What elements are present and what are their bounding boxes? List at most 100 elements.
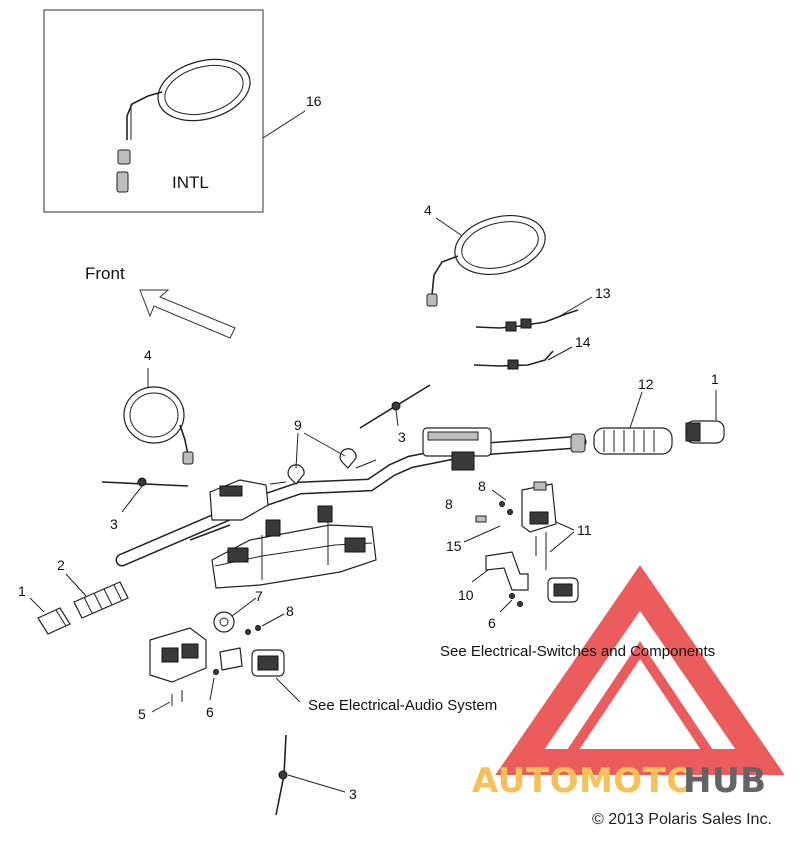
master-cylinder-clamp <box>451 451 475 471</box>
cable-tie-left: 3 <box>101 477 189 532</box>
leader-15 <box>463 525 501 543</box>
leader-3-a <box>395 409 399 427</box>
intl-label: INTL <box>172 173 209 192</box>
leader-1-left <box>29 597 45 613</box>
left-switch-button-b <box>181 643 199 659</box>
note-switches-components: See Electrical-Switches and Components <box>440 643 715 660</box>
screw-6-left <box>213 669 219 675</box>
callout-2: 2 <box>57 557 65 573</box>
washer-8-a <box>245 629 251 635</box>
washer-8-c <box>499 501 505 507</box>
callout-8-a: 8 <box>286 603 294 619</box>
right-switch-housing-body <box>521 483 557 533</box>
bracket-7: 7 <box>213 588 263 671</box>
bracket-7-hole <box>219 617 229 627</box>
leader-8-b <box>491 489 507 501</box>
riser-right-bolt <box>344 537 366 553</box>
left-housing-reservoir <box>219 485 243 497</box>
mirror-left-bolt <box>182 451 194 465</box>
switch-pod-right-buttons <box>553 583 573 597</box>
leader-14 <box>547 346 573 361</box>
leader-3-c <box>287 774 346 793</box>
cable-13-line <box>475 309 579 329</box>
leader-9-left <box>295 432 299 469</box>
front-arrow-icon <box>139 289 236 339</box>
cable-tie-left-head <box>137 477 147 487</box>
left-switch-button-a <box>161 647 179 663</box>
logo-word-automoto: AUTOMOTO <box>472 761 696 801</box>
switch-pod-right <box>547 577 579 603</box>
mirror-left: 4 <box>123 347 194 465</box>
intl-adapter-nut <box>117 149 131 165</box>
cable-13-fitting <box>505 321 517 332</box>
grip-right-texture <box>603 430 655 452</box>
grip-left-body <box>73 581 129 619</box>
master-cylinder-right <box>422 427 492 471</box>
leader-10 <box>471 569 489 583</box>
callout-7: 7 <box>255 588 263 604</box>
mirror-left-head <box>123 386 185 444</box>
leader-2 <box>65 573 87 597</box>
cable-13-fitting-2 <box>520 318 532 329</box>
logo-triangle-inner <box>555 641 725 767</box>
grip-right: 12 <box>593 376 673 455</box>
bracket-7-plate <box>219 647 243 671</box>
callout-5: 5 <box>138 706 146 722</box>
callout-3-b: 3 <box>110 516 118 532</box>
grip-left: 2 <box>57 557 129 619</box>
callout-1-right: 1 <box>711 371 719 387</box>
watermark-logo: AUTOMOTO HUB <box>472 565 785 801</box>
clip-9-right <box>339 448 357 469</box>
leader-audio <box>275 677 301 703</box>
leader-7 <box>231 597 257 617</box>
leader-3-b <box>121 485 143 513</box>
leader-9-right <box>303 432 346 457</box>
leader-12 <box>629 391 643 429</box>
grip-right-body <box>593 427 673 455</box>
cable-14-line <box>473 350 554 367</box>
audio-switch: See Electrical-Audio System <box>251 649 497 714</box>
master-cylinder-cap <box>427 431 479 441</box>
callout-12: 12 <box>638 376 654 392</box>
front-direction: Front <box>85 264 236 339</box>
callout-15: 15 <box>446 538 462 554</box>
cable-tie-upper-head <box>391 401 401 411</box>
riser-posts <box>261 522 329 580</box>
left-switch-housing: 5 <box>138 627 207 722</box>
mirror-right-head <box>454 215 546 275</box>
front-label: Front <box>85 264 125 283</box>
callout-11: 11 <box>577 522 592 538</box>
inset-frame <box>43 9 264 213</box>
leader-8-a <box>261 613 285 627</box>
intl-adapter-bolt <box>116 171 129 193</box>
callout-6-b: 6 <box>488 615 496 631</box>
mirror-right-bolt <box>426 293 438 307</box>
cable-13: 13 <box>475 285 611 332</box>
mirror-left-rim <box>129 392 179 438</box>
leader-5 <box>151 701 171 713</box>
leader-6-b <box>499 599 513 613</box>
end-cap-left: 1 <box>18 583 71 635</box>
cable-tie-bottom: 3 <box>275 734 357 816</box>
right-switch-button <box>529 511 549 525</box>
right-switch-top <box>533 481 547 491</box>
intl-mirror-rim <box>164 64 244 116</box>
callout-3-c: 3 <box>349 786 357 802</box>
cable-14: 14 <box>473 334 591 370</box>
riser-right-cap <box>317 505 333 523</box>
mirror-right-stem <box>431 255 459 296</box>
callout-3-a: 3 <box>398 429 406 445</box>
washer-8-b <box>255 625 261 631</box>
leader-16 <box>262 110 306 139</box>
note-audio-system: See Electrical-Audio System <box>308 697 497 714</box>
end-cap-left-body <box>37 607 71 635</box>
left-lever <box>189 524 231 541</box>
cable-14-fitting <box>507 359 519 370</box>
intl-mirror-stem <box>126 91 163 140</box>
mirror-right-rim <box>461 221 539 269</box>
callout-13: 13 <box>595 285 611 301</box>
left-control-housing <box>189 479 269 541</box>
screw-6-right-b <box>517 601 523 607</box>
